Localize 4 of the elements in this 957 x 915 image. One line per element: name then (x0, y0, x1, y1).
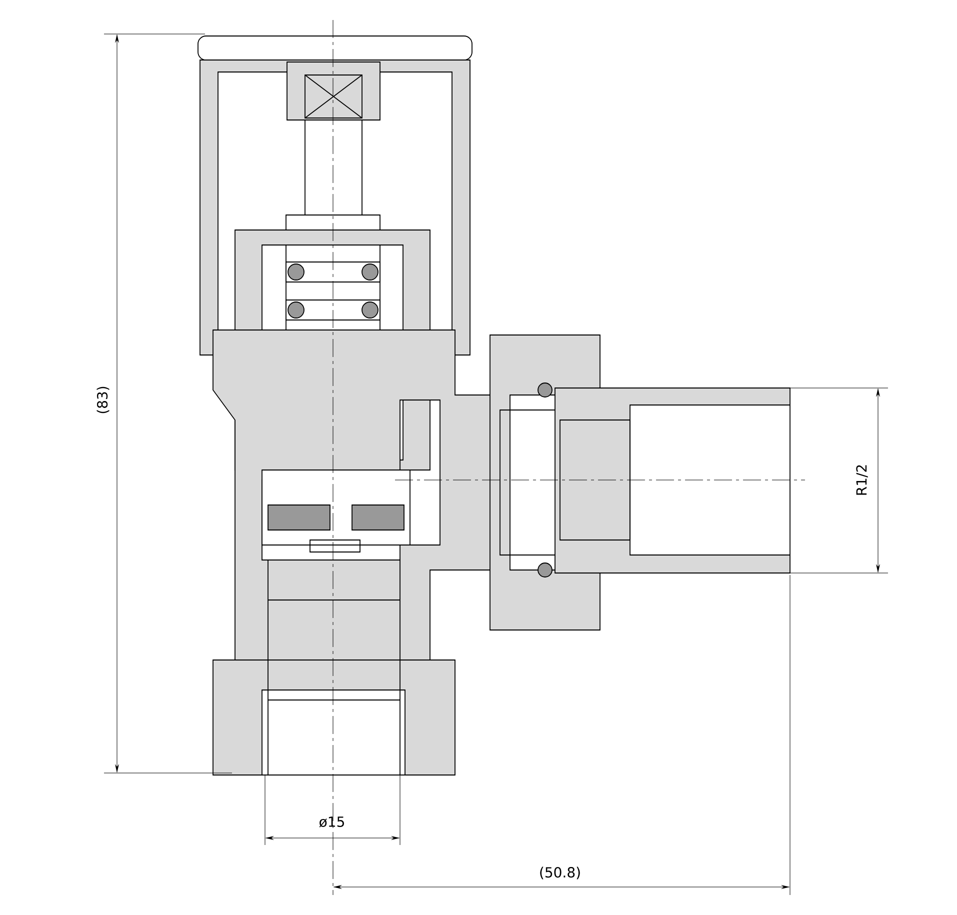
dimension-label: R1/2 (856, 465, 868, 495)
dimension-label: (83) (96, 386, 110, 414)
dimension-label: ø15 (319, 816, 344, 828)
dimension-label: (50.8) (540, 866, 580, 880)
